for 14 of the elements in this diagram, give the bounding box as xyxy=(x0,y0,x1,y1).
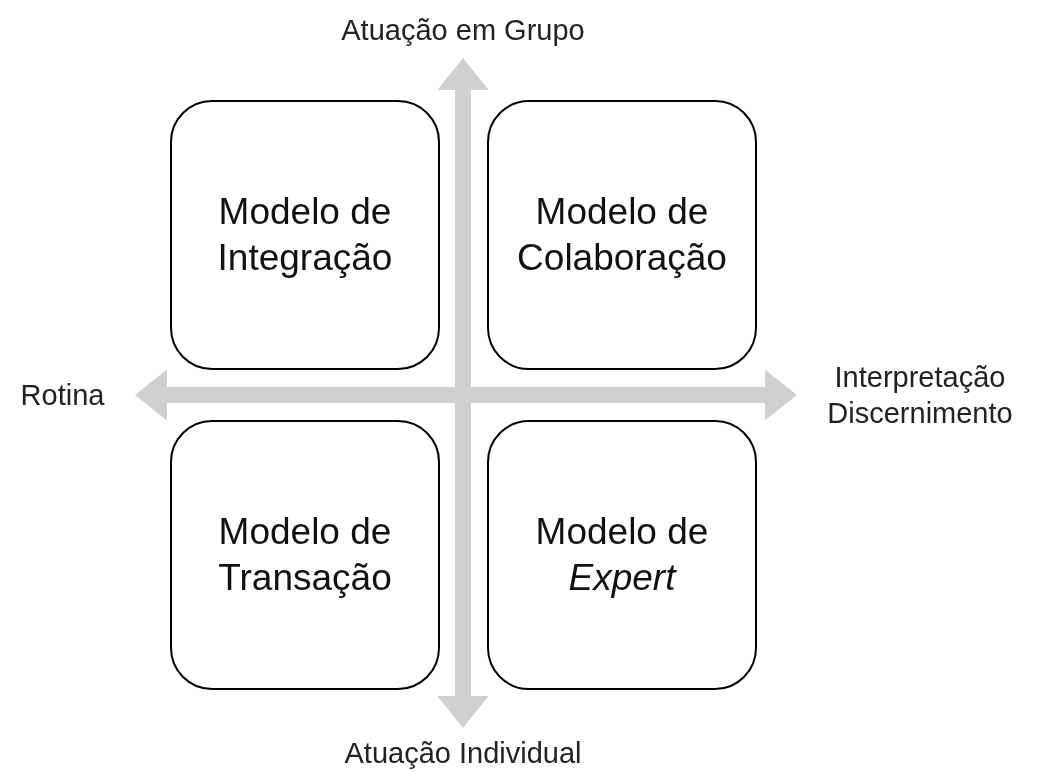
axis-label: Atuação Individual xyxy=(263,735,663,771)
axis-label: Interpretação Discernimento xyxy=(800,359,1040,431)
axis-label: Rotina xyxy=(5,377,120,413)
quadrant-title: Modelo de Colaboração xyxy=(516,190,728,280)
quadrant-box xyxy=(487,100,757,370)
quadrant-box xyxy=(170,420,440,690)
quadrant-box xyxy=(487,420,757,690)
quadrant-box xyxy=(170,100,440,370)
quadrant-title: Modelo de Transação xyxy=(217,510,393,600)
quadrant-title: Modelo de Integração xyxy=(216,190,394,280)
axis-label: Atuação em Grupo xyxy=(263,12,663,48)
double-arrow xyxy=(135,369,797,421)
double-arrow xyxy=(437,58,489,728)
quadrant-title: Modelo de Expert xyxy=(534,510,710,600)
